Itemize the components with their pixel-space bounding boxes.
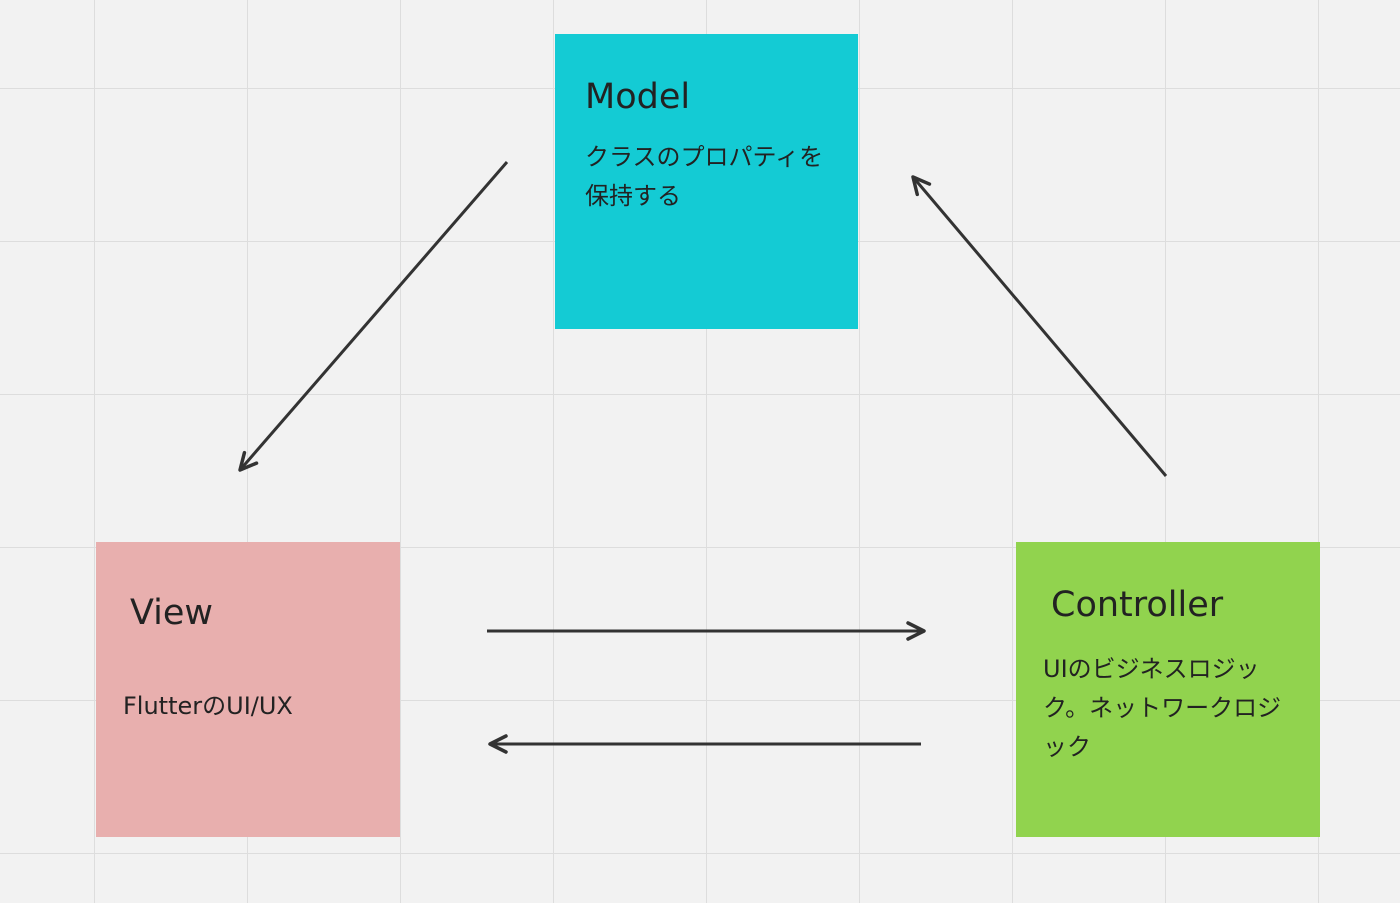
arrow-model-to-view[interactable] [238, 161, 509, 472]
view-sticky-note[interactable]: View FlutterのUI/UX [96, 542, 400, 837]
controller-sticky-note[interactable]: Controller UIのビジネスロジック。ネットワークロジック [1016, 542, 1320, 837]
model-sticky-note[interactable]: Model クラスのプロパティを保持する [555, 34, 858, 329]
controller-title: Controller [1051, 585, 1224, 625]
controller-description: UIのビジネスロジック。ネットワークロジック [1043, 655, 1282, 761]
view-title: View [130, 593, 214, 633]
model-title: Model [585, 77, 691, 117]
model-description: クラスのプロパティを保持する [585, 143, 824, 210]
view-description: FlutterのUI/UX [123, 692, 293, 720]
arrow-controller-to-model[interactable] [911, 175, 1168, 477]
